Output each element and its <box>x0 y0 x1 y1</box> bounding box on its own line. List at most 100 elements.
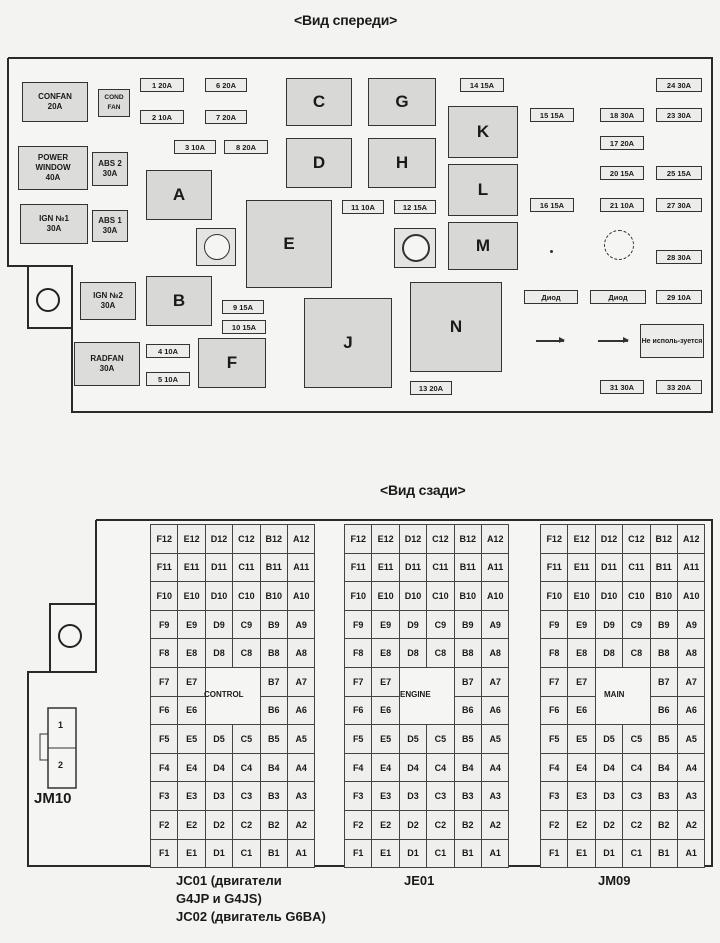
pin-engine-a6: A6 <box>481 695 510 726</box>
pin-main-d5: D5 <box>594 724 624 754</box>
pin-main-e6: E6 <box>567 695 596 726</box>
pin-engine-a10: A10 <box>481 581 510 611</box>
pin-engine-a4: A4 <box>481 752 510 783</box>
pin-main-f11: F11 <box>540 552 569 583</box>
diode-1: Диод <box>524 290 578 304</box>
pin-control-b3: B3 <box>259 781 288 811</box>
pin-engine-f9: F9 <box>344 609 373 640</box>
pin-control-e5: E5 <box>177 724 206 754</box>
fuse-5: 5 10A <box>146 372 190 386</box>
fuse-23: 23 30A <box>656 108 702 122</box>
fuse-12: 12 15A <box>394 200 436 214</box>
pin-engine-d2: D2 <box>398 810 428 840</box>
pin-main-c5: C5 <box>622 724 651 754</box>
pin-control-a5: A5 <box>287 724 316 754</box>
pin-engine-b9: B9 <box>453 609 482 640</box>
pin-main-a12: A12 <box>677 524 706 554</box>
fuse-6: 6 20A <box>205 78 247 92</box>
pin-control-c4: C4 <box>232 752 261 783</box>
pin-main-e1: E1 <box>567 838 596 869</box>
relay-f: F <box>198 338 266 388</box>
block-label-engine: ENGINE <box>400 690 431 699</box>
pin-control-e12: E12 <box>177 524 206 554</box>
pin-main-e2: E2 <box>567 810 596 840</box>
pin-main-a4: A4 <box>677 752 706 783</box>
pin-engine-a5: A5 <box>481 724 510 754</box>
pin-control-e9: E9 <box>177 609 206 640</box>
arrow-1 <box>536 337 565 343</box>
pin-control-b5: B5 <box>259 724 288 754</box>
pin-main-c8: C8 <box>622 638 651 668</box>
pin-control-e2: E2 <box>177 810 206 840</box>
relay-e: E <box>246 200 332 288</box>
pin-control-e3: E3 <box>177 781 206 811</box>
pin-control-f3: F3 <box>150 781 179 811</box>
pin-engine-c8: C8 <box>426 638 455 668</box>
pin-engine-b1: B1 <box>453 838 482 869</box>
pin-control-a4: A4 <box>287 752 316 783</box>
pin-control-f5: F5 <box>150 724 179 754</box>
pin-engine-c1: C1 <box>426 838 455 869</box>
pin-control-b8: B8 <box>259 638 288 668</box>
pin-engine-b10: B10 <box>453 581 482 611</box>
pin-main-a11: A11 <box>677 552 706 583</box>
pin-main-b6: B6 <box>649 695 678 726</box>
pin-main-e12: E12 <box>567 524 596 554</box>
pin-main-e5: E5 <box>567 724 596 754</box>
pin-engine-e7: E7 <box>371 667 400 697</box>
fuse-21: 21 10A <box>600 198 644 212</box>
pin-main-a3: A3 <box>677 781 706 811</box>
pin-engine-d8: D8 <box>398 638 428 668</box>
pin-engine-c3: C3 <box>426 781 455 811</box>
fuse-4: 4 10A <box>146 344 190 358</box>
pin-engine-f4: F4 <box>344 752 373 783</box>
pin-engine-e1: E1 <box>371 838 400 869</box>
pin-engine-a11: A11 <box>481 552 510 583</box>
fuse-13: 13 20A <box>410 381 452 395</box>
pin-main-f5: F5 <box>540 724 569 754</box>
pin-control-a9: A9 <box>287 609 316 640</box>
pin-control-d3: D3 <box>204 781 234 811</box>
pin-main-e4: E4 <box>567 752 596 783</box>
pin-engine-d1: D1 <box>398 838 428 869</box>
jm10-pin-1: 1 <box>58 720 64 730</box>
pin-control-f9: F9 <box>150 609 179 640</box>
pin-control-a11: A11 <box>287 552 316 583</box>
pin-engine-e11: E11 <box>371 552 400 583</box>
pin-control-c8: C8 <box>232 638 261 668</box>
pin-control-d11: D11 <box>204 552 234 583</box>
pin-engine-e8: E8 <box>371 638 400 668</box>
pin-control-a1: A1 <box>287 838 316 869</box>
pin-main-f12: F12 <box>540 524 569 554</box>
pin-engine-c5: C5 <box>426 724 455 754</box>
pin-engine-b4: B4 <box>453 752 482 783</box>
pin-control-f4: F4 <box>150 752 179 783</box>
pin-main-b2: B2 <box>649 810 678 840</box>
pin-control-b7: B7 <box>259 667 288 697</box>
fuse-8: 8 20A <box>224 140 268 154</box>
pin-main-a1: A1 <box>677 838 706 869</box>
fuse-33: 33 20A <box>656 380 702 394</box>
pin-engine-a12: A12 <box>481 524 510 554</box>
pin-main-a10: A10 <box>677 581 706 611</box>
pin-control-b2: B2 <box>259 810 288 840</box>
pin-control-c10: C10 <box>232 581 261 611</box>
pin-main-b12: B12 <box>649 524 678 554</box>
fuse-11: 11 10A <box>342 200 384 214</box>
caption-jc01-line1: JC01 (двигатели <box>176 873 282 888</box>
pin-engine-a3: A3 <box>481 781 510 811</box>
pin-engine-b6: B6 <box>453 695 482 726</box>
pin-engine-b2: B2 <box>453 810 482 840</box>
relay-k: K <box>448 106 518 158</box>
pin-control-e10: E10 <box>177 581 206 611</box>
pin-engine-f8: F8 <box>344 638 373 668</box>
pin-main-c2: C2 <box>622 810 651 840</box>
pin-engine-e2: E2 <box>371 810 400 840</box>
pin-engine-f12: F12 <box>344 524 373 554</box>
bolt-ring-2 <box>402 234 430 262</box>
block-label-main: MAIN <box>604 690 625 699</box>
pin-engine-d12: D12 <box>398 524 428 554</box>
pin-engine-d4: D4 <box>398 752 428 783</box>
